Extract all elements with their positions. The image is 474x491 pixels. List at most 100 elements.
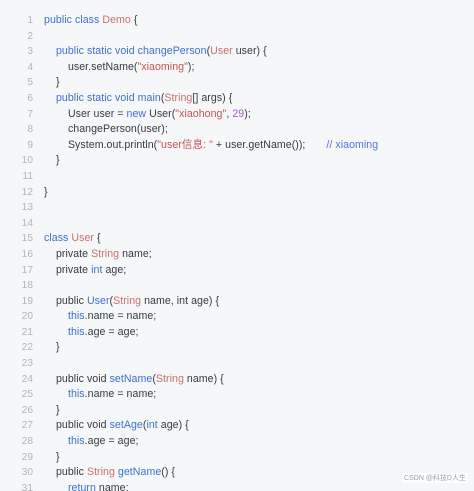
code-token: new — [126, 107, 150, 120]
code-line: 3 public static void changePerson(User u… — [0, 44, 474, 60]
code-line: 13 — [0, 200, 474, 216]
code-line: 7 User user = new User("xiaohong", 29); — [0, 107, 474, 123]
code-line: 1 public class Demo { — [0, 13, 474, 29]
line-number: 21 — [21, 326, 33, 338]
code-token: private — [44, 263, 92, 276]
code-line: 31 return name; — [0, 481, 474, 491]
code-token: String — [86, 466, 118, 479]
line-number: 16 — [21, 248, 33, 260]
code-token: public — [44, 466, 87, 479]
line-number: 7 — [27, 108, 33, 120]
code-token — [44, 92, 56, 104]
line-number: 12 — [21, 186, 33, 198]
code-token: String — [164, 91, 193, 104]
code-line: 20 this.name = name; — [0, 309, 474, 325]
code-text: } — [44, 153, 60, 169]
line-number: 1 — [27, 15, 33, 26]
line-number: 27 — [21, 420, 33, 432]
code-token: } — [44, 185, 48, 198]
watermark: CSDN @科技D人生 — [402, 473, 468, 483]
code-token: age) { — [157, 419, 189, 432]
code-token: void — [115, 45, 138, 58]
code-token: User — [86, 294, 110, 307]
code-line: 5 } — [0, 75, 474, 91]
line-number: 17 — [21, 264, 33, 276]
line-number: 18 — [21, 280, 33, 292]
code-line: 22 } — [0, 340, 474, 356]
code-token: public void — [44, 419, 110, 432]
code-token: ); — [187, 60, 195, 73]
code-token: void — [115, 91, 138, 104]
code-token: return — [67, 481, 99, 491]
code-token: changePerson — [137, 45, 207, 58]
code-text: public class Demo { — [44, 13, 137, 29]
line-number: 19 — [21, 295, 33, 307]
code-text: public void setName(String name) { — [44, 372, 224, 388]
code-token: User — [210, 45, 233, 58]
line-number: 28 — [21, 436, 33, 448]
code-text: User user = new User("xiaohong", 29); — [44, 107, 251, 123]
code-line: 8 changePerson(user); — [0, 122, 474, 138]
code-token: user) { — [232, 45, 267, 58]
code-token: static — [86, 91, 115, 104]
line-number: 22 — [21, 342, 33, 354]
code-text: } — [44, 450, 60, 466]
code-token: user.setName( — [44, 60, 138, 73]
code-token: age; — [105, 263, 127, 276]
line-number: 14 — [21, 217, 33, 229]
code-token: static — [86, 45, 115, 58]
code-line: 27 public void setAge(int age) { — [0, 418, 474, 434]
code-token: this — [67, 388, 85, 401]
line-number: 9 — [27, 139, 33, 151]
code-token: , — [226, 107, 233, 120]
code-line: 21 this.age = age; — [0, 325, 474, 341]
line-number: 26 — [21, 404, 33, 416]
code-text: } — [44, 340, 60, 356]
code-text: public String getName() { — [44, 465, 175, 481]
code-token: ( — [142, 419, 147, 432]
code-token: class — [74, 14, 103, 26]
code-token: int — [146, 419, 158, 432]
code-token: private — [44, 247, 92, 260]
line-number: 13 — [21, 202, 33, 214]
code-line: 10 } — [0, 153, 474, 169]
code-text: private int age; — [44, 263, 126, 279]
code-line: 24 public void setName(String name) { — [0, 372, 474, 388]
code-text: } — [44, 75, 60, 91]
code-token: ( — [206, 45, 211, 58]
code-token: String — [113, 294, 142, 307]
code-token: } — [44, 76, 60, 89]
line-number: 6 — [27, 92, 33, 104]
code-token: class — [44, 232, 72, 245]
line-number: 23 — [21, 358, 33, 370]
code-token: .name = name; — [84, 388, 157, 401]
code-token: changePerson(user); — [44, 123, 168, 136]
code-line: 18 — [0, 278, 474, 294]
code-line: 9 System.out.println("user信息: " + user.g… — [0, 138, 474, 154]
line-number: 31 — [21, 482, 33, 491]
code-text: public User(String name, int age) { — [44, 294, 219, 310]
line-number: 25 — [21, 389, 33, 401]
code-token: 29 — [232, 107, 245, 120]
code-token: { — [93, 232, 101, 245]
code-token: String — [155, 372, 184, 385]
line-number: 20 — [21, 311, 33, 323]
code-token: Demo — [102, 14, 131, 26]
code-token — [44, 388, 68, 400]
code-token: .age = age; — [84, 435, 139, 448]
code-text: user.setName("xiaoming"); — [44, 60, 194, 76]
code-line: 14 — [0, 216, 474, 232]
code-token: public — [55, 45, 87, 58]
code-token: User user = — [44, 107, 127, 120]
code-token: public — [44, 14, 75, 26]
code-line: 17 private int age; — [0, 263, 474, 279]
code-text: System.out.println("user信息: " + user.get… — [44, 138, 378, 154]
code-token — [44, 45, 56, 57]
code-line: 6 public static void main(String[] args)… — [0, 91, 474, 107]
code-token: } — [44, 154, 60, 167]
code-token: } — [44, 450, 60, 463]
code-line: 28 this.age = age; — [0, 434, 474, 450]
code-token — [44, 482, 68, 491]
